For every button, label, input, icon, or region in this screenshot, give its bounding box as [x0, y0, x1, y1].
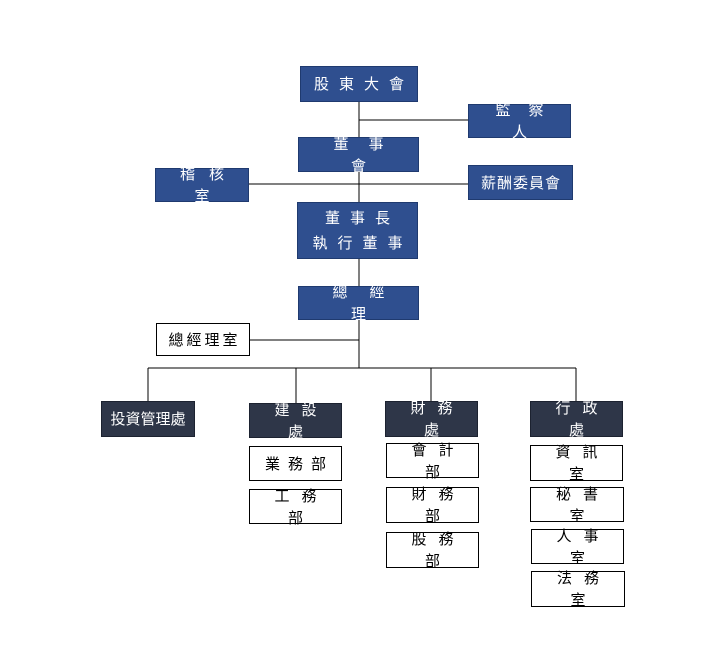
admin-unit-it: 資訊室 — [530, 443, 623, 483]
construction-unit-sales: 業務部 — [249, 446, 342, 481]
construction-unit-engineering: 工務部 — [249, 487, 342, 527]
finance-unit-stock-affairs: 股務部 — [386, 530, 479, 570]
compensation-committee-box: 薪酬委員會 — [468, 165, 573, 200]
audit-office-box: 稽核室 — [155, 165, 249, 205]
admin-unit-legal: 法務室 — [531, 569, 625, 609]
finance-unit-accounting: 會計部 — [386, 441, 479, 481]
finance-div-box: 財務處 — [385, 399, 478, 439]
board-box: 董事會 — [298, 135, 419, 175]
shareholders-meeting-box: 股東大會 — [300, 66, 418, 102]
general-manager-box: 總經理 — [298, 283, 419, 323]
admin-unit-secretariat: 秘書室 — [530, 485, 624, 525]
finance-unit-finance: 財務部 — [386, 485, 479, 525]
investment-dept-box: 投資管理處 — [101, 401, 195, 437]
admin-div-box: 行政處 — [530, 399, 623, 439]
admin-unit-personnel: 人事室 — [531, 527, 624, 567]
supervisor-box: 監察人 — [468, 101, 571, 141]
construction-div-box: 建設處 — [249, 401, 342, 441]
gm-office-box: 總經理室 — [156, 323, 250, 356]
chairman-ceo-box: 董事長 執行董事 — [297, 202, 418, 259]
